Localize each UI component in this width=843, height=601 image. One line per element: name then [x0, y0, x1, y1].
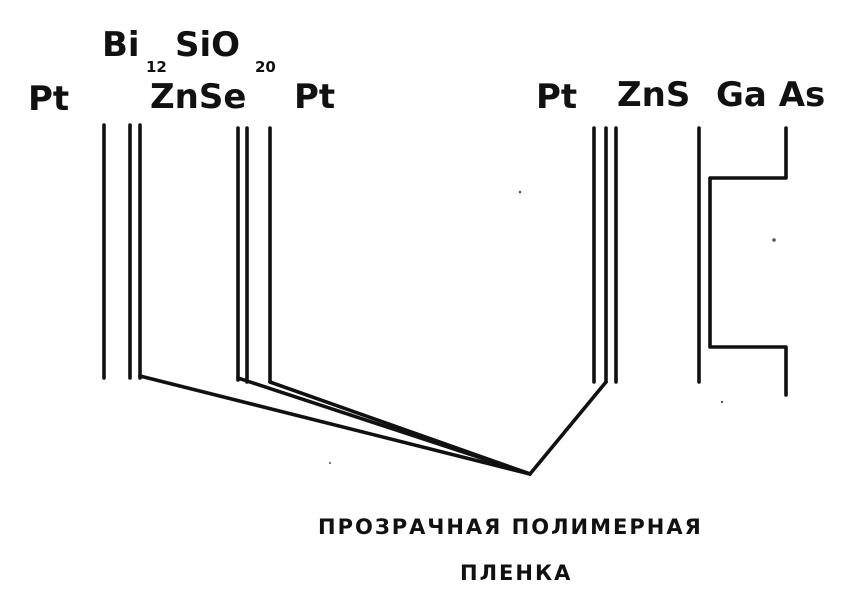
pointer-line-4 [528, 380, 608, 476]
scan-speck [720, 400, 724, 404]
label-bi-base: Bi [102, 25, 140, 65]
pointer-line-1 [138, 374, 532, 476]
pointer-line-3 [268, 380, 532, 476]
scan-speck [518, 190, 522, 194]
label-sio-base: SiO [175, 25, 240, 65]
caption-line-2: ПЛЕНКА [460, 561, 572, 585]
label-pt-middle: Pt [294, 77, 335, 117]
scan-speck [329, 462, 331, 464]
label-zns: ZnS [617, 75, 690, 115]
label-pt-right: Pt [536, 77, 577, 117]
label-sio-subscript: 20 [255, 58, 276, 76]
label-bi12sio20: Bi 12 SiO 20 [102, 25, 276, 76]
gaas-step-profile [708, 126, 788, 397]
label-gaas: Ga As [716, 75, 825, 115]
label-pt-left: Pt [28, 79, 69, 119]
caption-line-1: ПРОЗРАЧНАЯ ПОЛИМЕРНАЯ [318, 515, 703, 539]
label-znse: ZnSe [150, 77, 246, 117]
label-bi-subscript: 12 [146, 58, 167, 76]
scan-speck [772, 238, 776, 242]
